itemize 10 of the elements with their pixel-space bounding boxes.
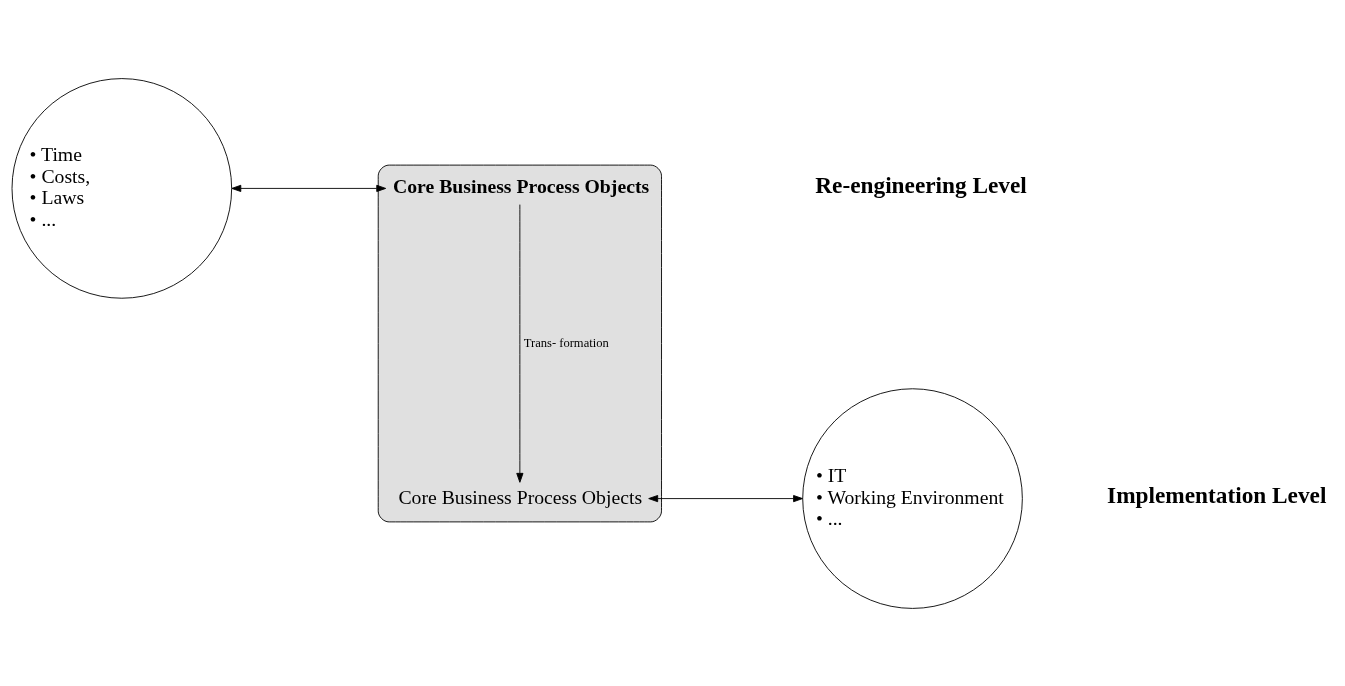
arrow [231, 184, 387, 192]
node-circle: • Time • Costs, • Laws • ... [11, 77, 233, 299]
label: Re-engineering Level [815, 171, 1027, 198]
label: Implementation Level [1107, 481, 1327, 508]
node-text: Core Business Process Objects [393, 174, 650, 197]
arrow [516, 203, 524, 483]
edge-label: Trans- formation [523, 335, 609, 350]
arrow [648, 494, 803, 502]
node-text: Core Business Process Objects [398, 485, 643, 508]
node-circle: • IT • Working Environment • ... [802, 387, 1023, 609]
